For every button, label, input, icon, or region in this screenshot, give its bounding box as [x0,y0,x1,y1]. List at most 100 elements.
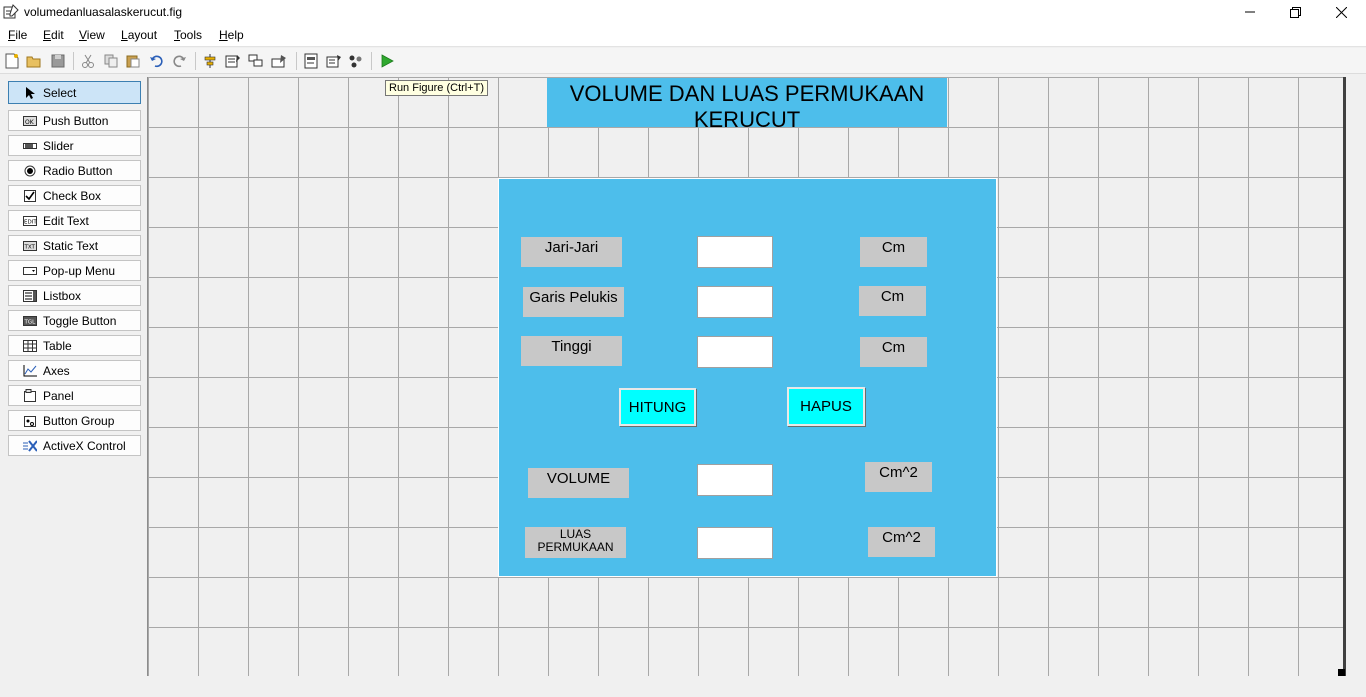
window-title: volumedanluasalaskerucut.fig [24,5,183,19]
palette-toggle-button[interactable]: TGL Toggle Button [8,310,141,331]
palette-label: Slider [43,138,74,153]
palette-label: Listbox [43,288,82,303]
paste-icon[interactable] [124,52,142,70]
panel-icon [23,389,37,402]
figure-title[interactable]: VOLUME DAN LUAS PERMUKAAN KERUCUT [547,78,947,132]
static-text-icon: TXT [23,240,37,252]
label-luas-line-2: PERMUKAAN [537,540,614,554]
restore-icon [1289,6,1301,18]
undo-icon[interactable] [147,52,165,70]
minimize-button[interactable] [1227,0,1273,24]
close-icon [1335,6,1347,18]
align-icon[interactable] [201,52,219,70]
check-box-icon [23,189,37,202]
palette-button-group[interactable]: Button Group [8,410,141,431]
menu-bar: File Edit View Layout Tools Help [0,24,1366,47]
palette-radio-button[interactable]: Radio Button [8,160,141,181]
palette-label: Button Group [43,413,115,428]
palette-label: Table [43,338,72,353]
object-browser-icon[interactable] [347,52,365,70]
input-tinggi[interactable] [697,336,773,368]
palette-label: Toggle Button [43,313,117,328]
component-palette: Select OK Push Button Slider Radio Butto… [0,74,147,697]
palette-label: Radio Button [43,163,113,178]
menu-tools[interactable]: Tools [174,28,203,42]
unit-tinggi[interactable]: Cm [860,337,927,367]
run-figure-tooltip: Run Figure (Ctrl+T) [385,80,489,96]
svg-text:TXT: TXT [24,244,36,250]
palette-label: Push Button [43,113,109,128]
menu-edit[interactable]: Edit [43,28,64,42]
tab-order-icon[interactable] [247,52,265,70]
cursor-arrow-icon [23,86,37,99]
palette-label: Panel [43,388,74,403]
mfile-editor-icon[interactable] [302,52,320,70]
palette-table[interactable]: Table [8,335,141,356]
palette-popup-menu[interactable]: Pop-up Menu [8,260,141,281]
svg-text:EDIT: EDIT [24,219,37,225]
menu-help[interactable]: Help [219,28,244,42]
new-icon[interactable] [3,52,21,70]
palette-slider[interactable]: Slider [8,135,141,156]
palette-label: Select [43,85,77,100]
output-luas-permukaan[interactable] [697,527,773,559]
label-garis-pelukis[interactable]: Garis Pelukis [523,287,624,317]
label-jari-jari[interactable]: Jari-Jari [521,237,622,267]
save-icon[interactable] [49,52,67,70]
palette-edit-text[interactable]: EDIT Edit Text [8,210,141,231]
palette-select[interactable]: Select [8,81,141,104]
input-jari-jari[interactable] [697,236,773,268]
slider-icon [23,140,37,152]
axes-icon [23,364,37,377]
resize-handle[interactable] [1338,669,1345,676]
title-line-2: KERUCUT [693,107,801,132]
palette-axes[interactable]: Axes [8,360,141,381]
unit-jari-jari[interactable]: Cm [860,237,927,267]
redo-icon[interactable] [171,52,189,70]
canvas-border [1343,77,1346,677]
guide-figure-icon [3,4,19,19]
open-icon[interactable] [25,52,43,70]
menu-editor-icon[interactable] [224,52,242,70]
menu-view[interactable]: View [79,28,105,42]
listbox-icon [23,289,37,302]
unit-luas-permukaan[interactable]: Cm^2 [868,527,935,557]
hitung-button[interactable]: HITUNG [619,388,696,426]
output-volume[interactable] [697,464,773,496]
button-group-icon [23,415,37,427]
hapus-button[interactable]: HAPUS [787,387,865,426]
cut-icon[interactable] [79,52,97,70]
palette-listbox[interactable]: Listbox [8,285,141,306]
activex-icon [23,439,37,452]
palette-check-box[interactable]: Check Box [8,185,141,206]
label-luas-line-1: LUAS [559,527,592,541]
menu-file[interactable]: File [8,28,28,42]
palette-activex-control[interactable]: ActiveX Control [8,435,141,456]
label-tinggi[interactable]: Tinggi [521,336,622,366]
unit-volume[interactable]: Cm^2 [865,462,932,492]
window-titlebar: volumedanluasalaskerucut.fig [0,0,1366,24]
label-luas-permukaan[interactable]: LUAS PERMUKAAN [525,527,626,558]
palette-static-text[interactable]: TXT Static Text [8,235,141,256]
property-inspector-icon[interactable] [325,52,343,70]
palette-panel[interactable]: Panel [8,385,141,406]
palette-label: Static Text [43,238,99,253]
svg-text:OK: OK [25,119,35,126]
copy-icon[interactable] [102,52,120,70]
run-figure-icon[interactable] [378,52,396,70]
canvas-bottom-area [147,676,1366,697]
close-button[interactable] [1318,0,1364,24]
table-icon [23,339,37,352]
toggle-button-icon: TGL [23,315,37,327]
toolbar-editor-icon[interactable] [270,52,288,70]
label-volume[interactable]: VOLUME [528,468,629,498]
unit-garis-pelukis[interactable]: Cm [859,286,926,316]
palette-push-button[interactable]: OK Push Button [8,110,141,131]
menu-layout[interactable]: Layout [121,28,158,42]
palette-label: ActiveX Control [43,438,126,453]
palette-label: Pop-up Menu [43,263,116,278]
minimize-icon [1245,11,1255,13]
input-garis-pelukis[interactable] [697,286,773,318]
title-line-1: VOLUME DAN LUAS PERMUKAAN [569,81,925,106]
maximize-button[interactable] [1272,0,1318,24]
